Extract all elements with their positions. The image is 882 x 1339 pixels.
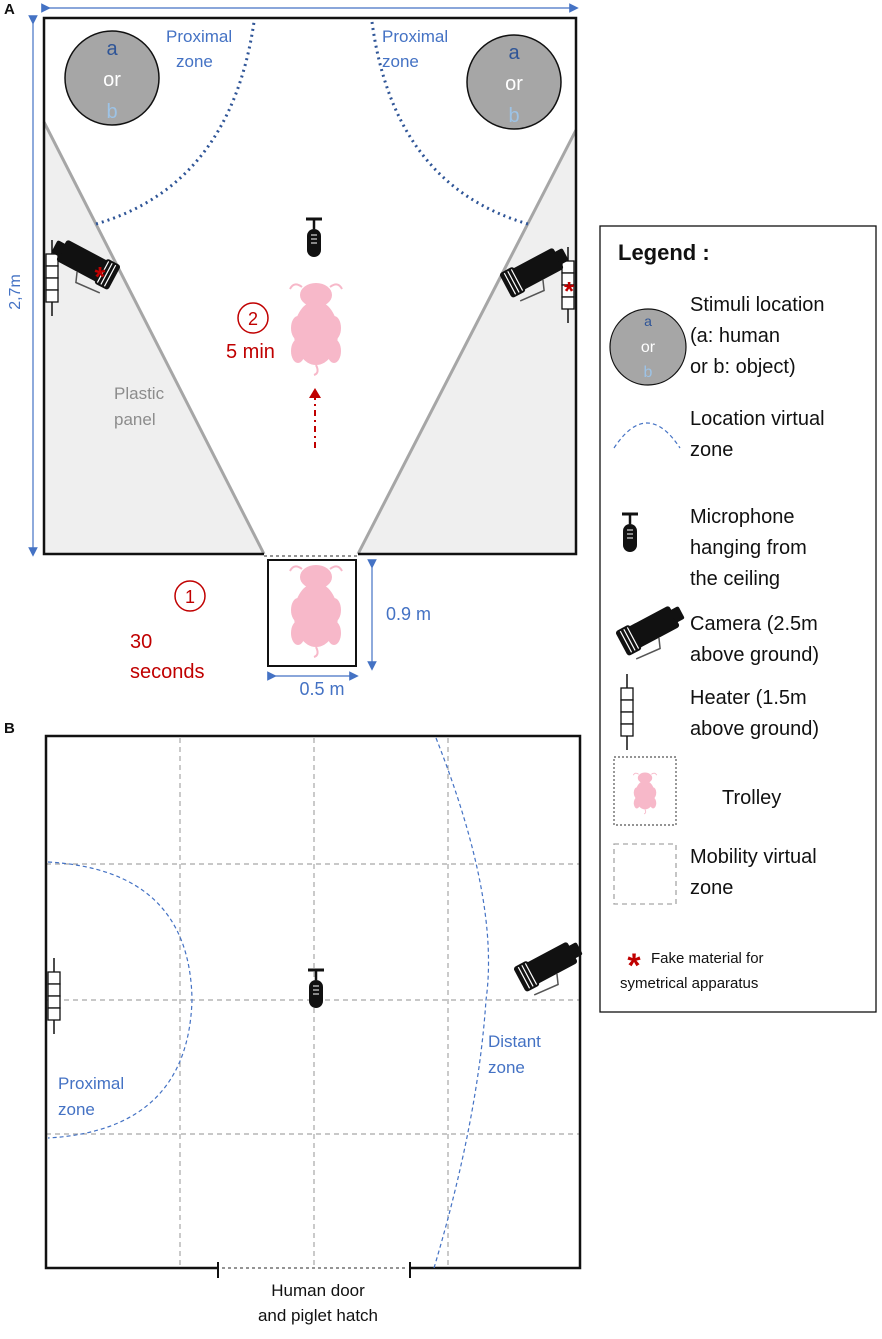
door-label-2: and piglet hatch [258, 1306, 378, 1325]
microphone-b-icon [306, 968, 326, 1010]
legend-title: Legend : [618, 240, 710, 265]
legend-trolley-text: Trolley [722, 787, 781, 809]
trolley-width-label: 0.5 m [299, 679, 344, 699]
left-proximal-zone-label: Proximal [166, 27, 232, 46]
stimulus-b-label: b [106, 101, 117, 123]
step-1-number: 1 [185, 587, 195, 607]
height-dimension-label: 2,7m [7, 274, 24, 310]
proximal-zone-label-b: Proximal [58, 1074, 124, 1093]
svg-text:a: a [644, 313, 652, 329]
legend-camera-text: Camera (2.5m [690, 613, 818, 635]
panel-b-label: B [4, 720, 15, 737]
right-proximal-zone-label-2: zone [382, 52, 419, 71]
legend-fake-material-text-2: symetrical apparatus [620, 975, 758, 992]
right-plastic-panel [356, 129, 578, 555]
right-proximal-zone-label: Proximal [382, 27, 448, 46]
legend-fake-material-asterisk: * [627, 947, 641, 985]
right-stimulus-location: a or b [466, 34, 562, 130]
trolley-height-label: 0.9 m [386, 604, 431, 624]
fake-material-asterisk-left: * [95, 261, 106, 292]
legend-stimuli-icon: a or b [609, 308, 687, 386]
legend-heater-text: Heater (1.5m [690, 687, 807, 709]
legend-fake-material-text: Fake material for [651, 950, 764, 967]
legend: Legend : a or b Stimuli location (a: hum… [599, 225, 877, 1013]
step-2-time: 5 min [226, 341, 275, 363]
proximal-zone-label-b-2: zone [58, 1100, 95, 1119]
microphone-icon [304, 217, 324, 259]
panel-a-label: A [4, 1, 15, 18]
step-2-circle [237, 302, 269, 334]
step-1-time: 30 [130, 631, 152, 653]
stimulus-b-label: b [508, 105, 519, 127]
stimulus-or-label: or [103, 69, 121, 91]
legend-microphone-text-3: the ceiling [690, 568, 780, 590]
legend-mobility-zone-icon [613, 843, 677, 905]
legend-location-zone-text: Location virtual [690, 408, 825, 430]
step-1-time-2: seconds [130, 661, 205, 683]
stimulus-a-label: a [508, 42, 520, 64]
left-plastic-panel [42, 121, 266, 555]
panel-a: A 2,7m Proximal zone Proximal zone a or … [4, 1, 579, 699]
fake-material-asterisk-right: * [564, 276, 575, 306]
legend-location-zone-text-2: zone [690, 439, 733, 461]
legend-microphone-text: Microphone [690, 506, 795, 528]
left-proximal-zone-label-2: zone [176, 52, 213, 71]
stimulus-a-label: a [106, 38, 118, 60]
stimulus-or-label: or [505, 73, 523, 95]
left-stimulus-location: a or b [64, 30, 160, 126]
step-1-circle [174, 580, 206, 612]
piglet-in-arena-icon [289, 282, 343, 376]
plastic-panel-label: Plastic [114, 384, 165, 403]
legend-stimuli-text-3: or b: object) [690, 356, 796, 378]
distant-zone-label-2: zone [488, 1058, 525, 1077]
heater-b-icon [47, 957, 61, 1035]
legend-microphone-text-2: hanging from [690, 537, 807, 559]
distant-zone-arc [433, 737, 490, 1269]
camera-b-icon [512, 935, 591, 1001]
panel-b: B Proximal zone Distant zone Human door … [4, 720, 591, 1325]
arena-b-outline [44, 734, 582, 1270]
legend-location-zone-icon [613, 422, 681, 449]
legend-stimuli-text: Stimuli location [690, 294, 825, 316]
legend-mobility-zone-text: Mobility virtual [690, 846, 817, 868]
proximal-zone-arc [47, 861, 193, 1139]
legend-stimuli-text-2: (a: human [690, 325, 780, 347]
legend-mobility-zone-text-2: zone [690, 877, 733, 899]
piglet-movement-arrowhead [309, 388, 321, 398]
legend-heater-text-2: above ground) [690, 718, 819, 740]
distant-zone-label: Distant [488, 1032, 541, 1051]
svg-text:b: b [644, 364, 653, 381]
step-2-number: 2 [248, 309, 258, 329]
svg-text:or: or [641, 339, 656, 356]
door-label: Human door [271, 1281, 365, 1300]
arena-outline [42, 16, 578, 556]
legend-camera-text-2: above ground) [690, 644, 819, 666]
plastic-panel-label-2: panel [114, 410, 156, 429]
